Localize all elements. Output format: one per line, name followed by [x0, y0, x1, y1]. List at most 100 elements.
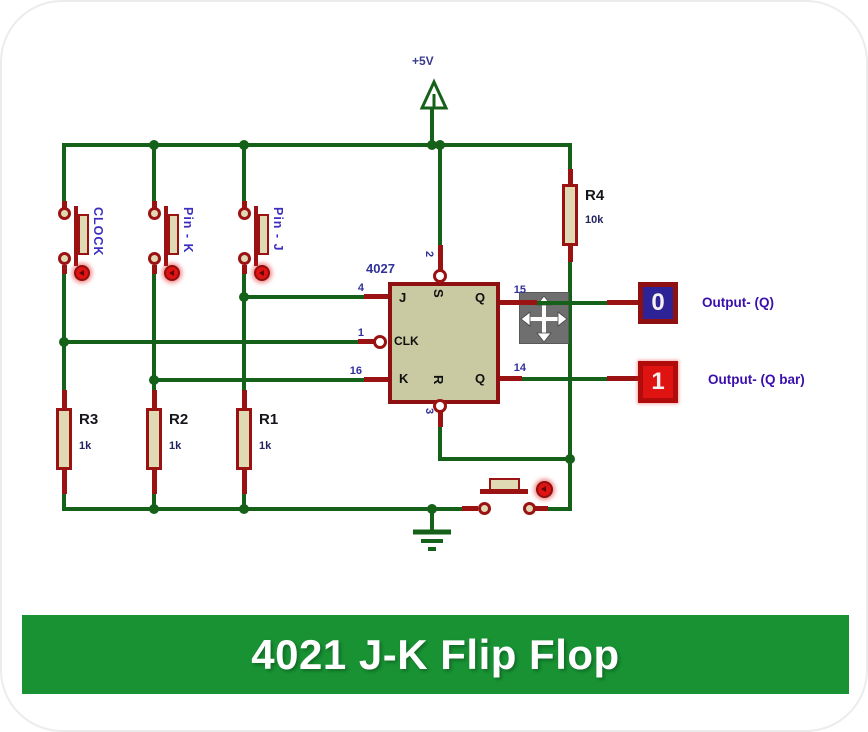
logic-indicator-q[interactable]: 0: [638, 282, 678, 324]
pin-stub: [438, 411, 443, 427]
junction-dot: [149, 504, 159, 514]
wire-segment: [568, 260, 572, 511]
resistor-ref: R1: [259, 411, 279, 428]
resistor-r1[interactable]: [236, 408, 252, 470]
pin-stub: [242, 390, 247, 410]
wire-segment: [242, 492, 246, 511]
pushbutton-clock-actuator-icon[interactable]: [74, 265, 90, 281]
pin-stub: [364, 294, 390, 299]
switch-terminal: [148, 252, 161, 265]
pin-stub: [62, 468, 67, 494]
pushbutton-pin-j-plunger[interactable]: [258, 214, 269, 255]
pushbutton-pin-j-actuator-icon[interactable]: [254, 265, 270, 281]
wire-segment: [152, 492, 156, 511]
pin-stub: [152, 390, 157, 410]
wire-segment: [62, 272, 66, 392]
resistor-r4[interactable]: [562, 184, 578, 246]
switch-label: CLOCK: [91, 207, 105, 257]
resistor-ref: R2: [169, 411, 189, 428]
ic-pin-label-qbar: Q: [475, 371, 486, 386]
pin-number: 3: [423, 408, 435, 415]
pin-stub: [462, 506, 478, 511]
ic-pin-label-clk: CLK: [394, 334, 419, 348]
pin-bubble: [373, 335, 387, 349]
junction-dot: [149, 140, 159, 150]
pushbutton-clock[interactable]: [74, 206, 78, 266]
junction-dot: [427, 504, 437, 514]
pin-number: 2: [423, 251, 435, 258]
title-banner: 4021 J-K Flip Flop: [22, 615, 849, 694]
wire-segment: [62, 340, 364, 344]
junction-dot: [149, 375, 159, 385]
junction-dot: [239, 292, 249, 302]
wire-segment: [537, 301, 607, 305]
pin-stub: [242, 201, 247, 209]
pushbutton-pin-k-plunger[interactable]: [168, 214, 179, 255]
resistor-ref: R4: [585, 187, 605, 204]
pin-number: 1: [357, 327, 364, 339]
switch-terminal: [238, 207, 251, 220]
resistor-r2[interactable]: [146, 408, 162, 470]
wire-segment: [242, 272, 246, 392]
pin-stub: [62, 201, 67, 209]
pin-bubble: [433, 269, 447, 283]
pin-number: 14: [513, 362, 526, 374]
pin-stub: [364, 377, 390, 382]
ic-4027[interactable]: [388, 282, 500, 404]
resistor-value: 10k: [585, 214, 604, 226]
wire-segment: [430, 106, 434, 145]
wire-segment: [62, 143, 572, 147]
resistor-value: 1k: [169, 440, 182, 452]
junction-dot: [59, 337, 69, 347]
logic-indicator-qbar[interactable]: 1: [638, 361, 678, 403]
resistor-value: 1k: [259, 440, 272, 452]
wire-segment: [438, 457, 572, 461]
resistor-r3[interactable]: [56, 408, 72, 470]
pin-bubble: [433, 399, 447, 413]
pushbutton-reset[interactable]: [480, 489, 528, 494]
logic-state: 0: [651, 289, 665, 316]
wire-segment: [438, 426, 442, 461]
junction-dot: [565, 454, 575, 464]
switch-terminal: [58, 207, 71, 220]
power-arrow-icon: [419, 78, 449, 110]
pin-stub: [62, 265, 67, 274]
switch-terminal: [58, 252, 71, 265]
pin-stub: [568, 169, 573, 186]
pin-stub: [535, 506, 548, 511]
wire-segment: [62, 143, 66, 201]
pushbutton-pin-j[interactable]: [254, 206, 258, 266]
output-q-label: Output- (Q): [702, 295, 774, 310]
pin-stub: [152, 468, 157, 494]
switch-terminal: [523, 502, 536, 515]
pushbutton-reset-plunger[interactable]: [489, 478, 520, 491]
output-qbar-label: Output- (Q bar): [708, 372, 805, 387]
wire-segment: [152, 378, 364, 382]
ic-pin-label-s: S: [431, 289, 446, 298]
wire-segment: [568, 143, 572, 171]
pin-stub: [568, 244, 573, 262]
pushbutton-pin-k[interactable]: [164, 206, 168, 266]
pin-number: 15: [513, 284, 526, 296]
pin-stub: [499, 300, 537, 305]
ic-pin-label-k: K: [399, 371, 409, 386]
pin-stub: [242, 265, 247, 274]
wire-segment: [242, 295, 364, 299]
junction-dot: [239, 504, 249, 514]
wire-segment: [152, 143, 156, 201]
pushbutton-clock-plunger[interactable]: [78, 214, 89, 255]
pin-stub: [152, 265, 157, 274]
wire-segment: [62, 507, 464, 511]
page-title: 4021 J-K Flip Flop: [251, 630, 620, 678]
switch-label: Pin - K: [181, 207, 195, 254]
pushbutton-reset-actuator-icon[interactable]: [536, 481, 553, 498]
ic-pin-label-j: J: [399, 290, 407, 305]
resistor-ref: R3: [79, 411, 99, 428]
ic-pin-label-r: R: [431, 375, 446, 385]
pin-stub: [358, 339, 376, 344]
pin-stub: [152, 201, 157, 209]
pushbutton-pin-k-actuator-icon[interactable]: [164, 265, 180, 281]
pin-stub: [438, 245, 443, 270]
wire-segment: [242, 143, 246, 201]
